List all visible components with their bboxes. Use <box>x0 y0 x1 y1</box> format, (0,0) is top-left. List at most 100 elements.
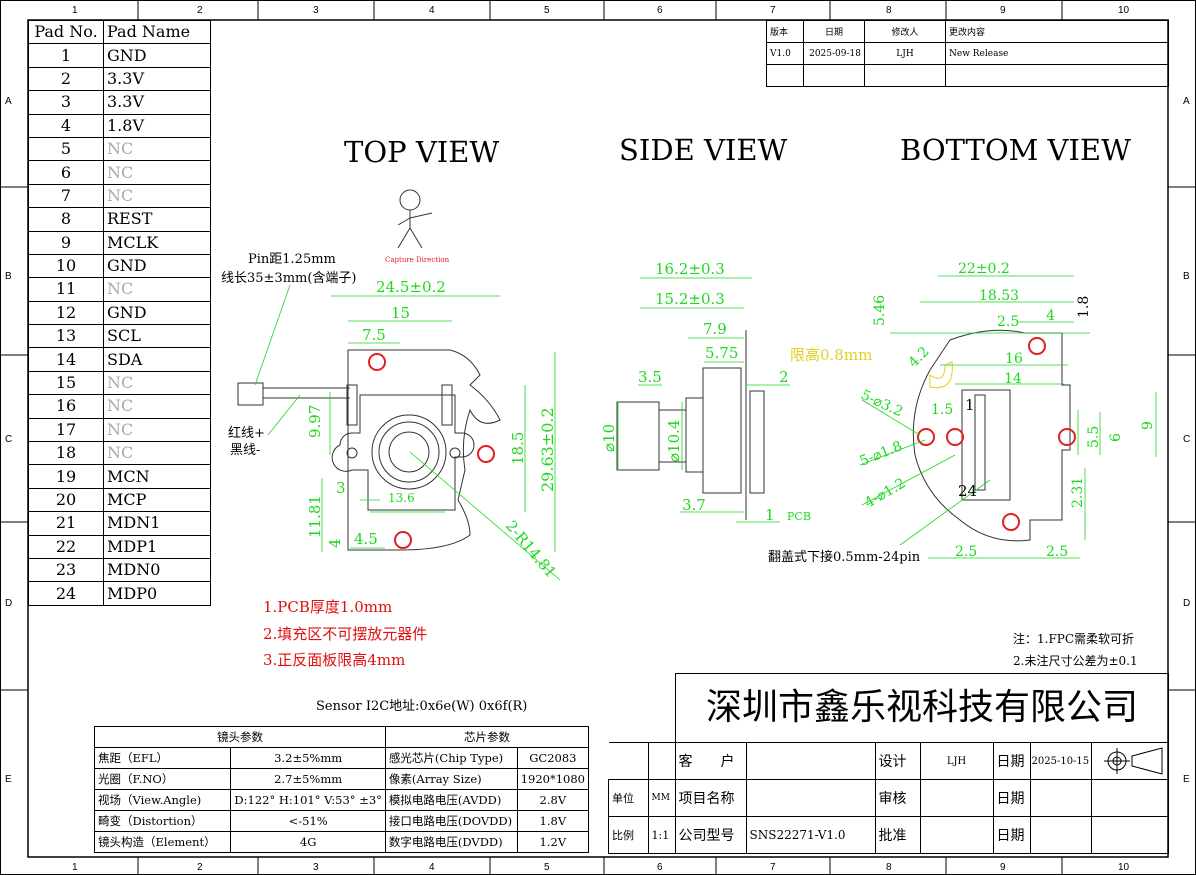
dim-label: 2.31 <box>1070 477 1086 508</box>
dim-label: 4.5 <box>354 530 378 548</box>
dim-label: 6 <box>1108 433 1124 442</box>
pad-name: MDP0 <box>103 581 211 606</box>
dim-label: 5-⌀1.8 <box>858 438 905 469</box>
note-line: 2.填充区不可摆放元器件 <box>263 624 428 643</box>
frame-labels: 1 2 3 4 5 6 7 8 9 10 1 2 3 4 5 6 7 8 9 1… <box>5 5 1190 873</box>
pcb-label: PCB <box>787 510 811 523</box>
row-label: C <box>5 434 12 445</box>
col-label: 4 <box>429 862 435 873</box>
col-label: 9 <box>1000 862 1006 873</box>
pad-number: 24 <box>28 581 104 606</box>
dim-label: 5.5 <box>1086 426 1102 448</box>
unit-value: MM <box>647 779 676 817</box>
col-label: 2 <box>197 5 203 16</box>
rev-change: New Release <box>945 42 1169 65</box>
col-label: 1 <box>72 5 78 16</box>
pad-name: NC <box>103 160 211 185</box>
note-line: 3.正反面板限高4mm <box>263 651 406 669</box>
dim-label: 3.7 <box>682 496 706 514</box>
col-label: 3 <box>313 5 319 16</box>
pad-number: 23 <box>28 557 104 583</box>
param-row: 畸变（Distortion）<-51%接口电路电压(DOVDD)1.8V <box>93 810 590 832</box>
model-label: 公司型号 <box>674 816 747 854</box>
dim-label: 1 <box>765 506 775 524</box>
lens-param-label: 光圈（F.NO） <box>93 768 232 790</box>
col-label: 6 <box>657 862 663 873</box>
dim-label: 5.75 <box>705 344 738 362</box>
dim-label: 1.5 <box>931 402 953 418</box>
lens-param-label: 视场（View.Angle) <box>93 789 232 811</box>
chip-param-value: 1.8V <box>516 810 590 832</box>
pad-number: 18 <box>28 441 104 466</box>
row-label: C <box>1183 434 1190 445</box>
general-notes: 注：1.FPC需柔软可折 2.未注尺寸公差为±0.1 <box>1013 628 1138 672</box>
pad-name: MCP <box>103 487 211 513</box>
approve-label: 批准 <box>874 816 921 854</box>
i2c-address: Sensor I2C地址:0x6e(W) 0x6f(R) <box>316 699 528 714</box>
side-view-drawing <box>616 330 765 520</box>
dim-label: 16 <box>1005 351 1023 367</box>
pad-name-header: Pad Name <box>103 19 211 45</box>
customer-label: 客 户 <box>674 742 747 780</box>
pad-name: GND <box>103 300 211 326</box>
pad-name: 3.3V <box>103 90 211 115</box>
pad-name: NC <box>103 136 211 162</box>
col-label: 2 <box>197 862 203 873</box>
rev-empty <box>864 64 946 87</box>
top-view-hatched-pads <box>368 353 495 549</box>
dim-label: 2 <box>779 368 789 386</box>
lens-param-label: 焦距（EFL） <box>93 747 232 769</box>
pad-number: 15 <box>28 370 104 396</box>
pad-number: 12 <box>28 300 104 326</box>
dim-label: 16.2±0.3 <box>655 260 725 278</box>
pad-number: 17 <box>28 417 104 443</box>
revision-table: 版本 日期 修改人 更改内容 V1.0 2025-09-18 LJH New R… <box>766 20 1169 87</box>
pad-name: MCLK <box>103 230 211 255</box>
top-view-drawing <box>237 189 501 551</box>
date-label: 日期 <box>992 742 1031 780</box>
bottom-view-title: BOTTOM VIEW <box>900 133 1131 167</box>
dim-label: 15.2±0.3 <box>655 290 725 308</box>
col-label: 1 <box>72 862 78 873</box>
pad-number: 16 <box>28 394 104 419</box>
designer-value: LJH <box>919 742 994 780</box>
dim-label: 7.9 <box>703 320 727 338</box>
chip-param-label: 感光芯片(Chip Type) <box>384 747 518 769</box>
empty-cell <box>1090 779 1169 817</box>
col-label: 10 <box>1118 862 1130 873</box>
pad-number: 11 <box>28 277 104 302</box>
rev-date: 2025-09-18 <box>803 42 865 65</box>
pad-number: 22 <box>28 534 104 559</box>
dim-label: 5-⌀3.2 <box>858 387 905 420</box>
lens-param-value: D:122° H:101° V:53° ±3° <box>230 789 386 811</box>
row-label: B <box>1183 271 1190 282</box>
chip-param-label: 模拟电路电压(AVDD) <box>384 789 518 811</box>
pad-number: 1 <box>28 43 104 68</box>
side-view-dimensions: 16.2±0.3 15.2±0.3 7.9 5.75 3.5 2 ⌀10 ⌀10… <box>600 260 811 524</box>
rev-header: 更改内容 <box>945 20 1169 43</box>
chip-param-value: GC2083 <box>516 747 590 769</box>
col-label: 8 <box>886 862 892 873</box>
bottom-view-hatched-pads <box>917 337 1076 531</box>
date-label: 日期 <box>992 779 1031 817</box>
rev-author: LJH <box>864 42 946 65</box>
lens-param-value: 4G <box>230 831 386 853</box>
dim-label: 2.5 <box>1046 544 1068 560</box>
dim-label: 4 <box>326 538 344 548</box>
col-label: 5 <box>544 5 550 16</box>
dim-label: 2-R14.81 <box>502 517 560 581</box>
note-line: 注：1.FPC需柔软可折 <box>1013 632 1135 646</box>
chip-param-label: 接口电路电压(DOVDD) <box>384 810 518 832</box>
